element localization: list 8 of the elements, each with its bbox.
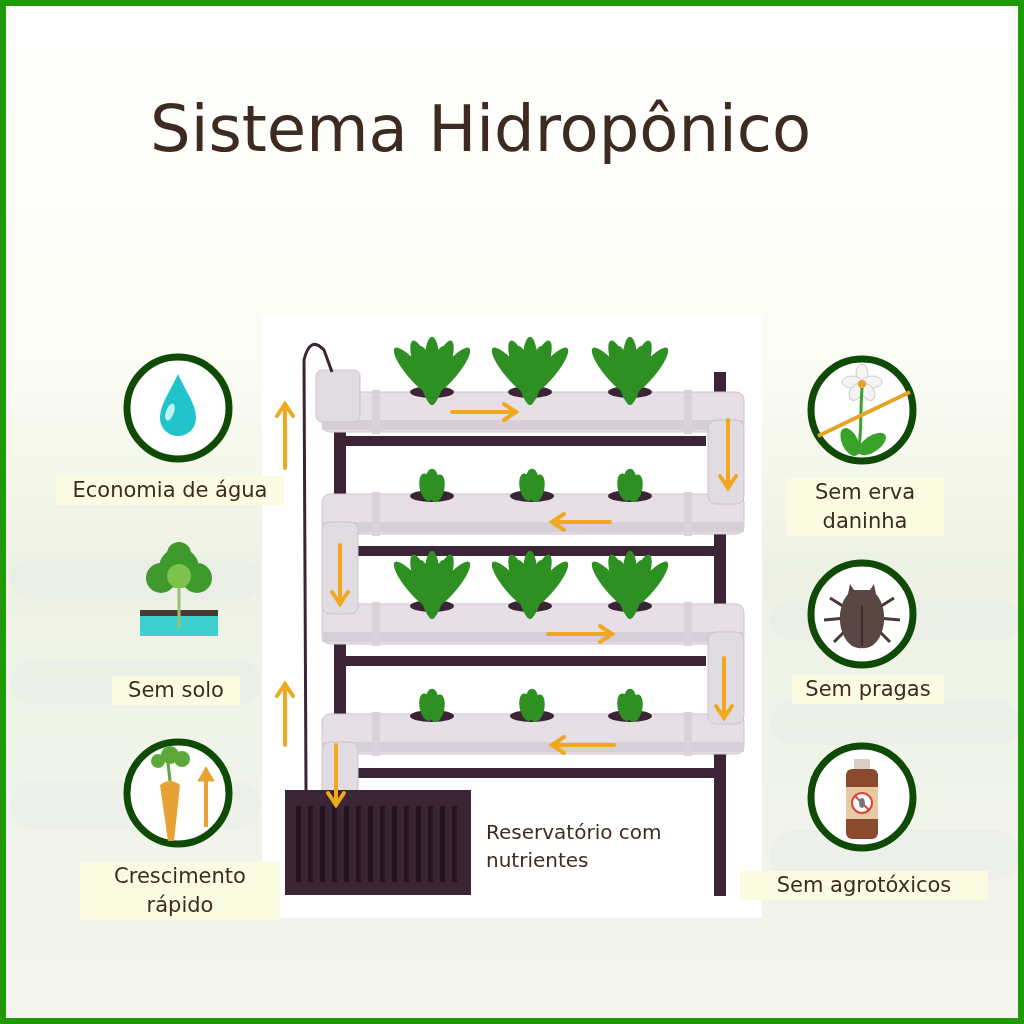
benefit-label: Sem agrotóxicos <box>740 871 988 900</box>
caption: Reservatório com nutrientes <box>486 819 663 874</box>
benefit-label: Sem erva daninha <box>786 478 944 536</box>
benefit-label: Crescimento rápido <box>80 862 280 920</box>
benefit-label: Sem pragas <box>792 675 944 704</box>
benefit-label: Economia de água <box>56 476 284 505</box>
title: Sistema Hidropônico <box>150 92 812 166</box>
benefit-label: Sem solo <box>112 676 240 705</box>
